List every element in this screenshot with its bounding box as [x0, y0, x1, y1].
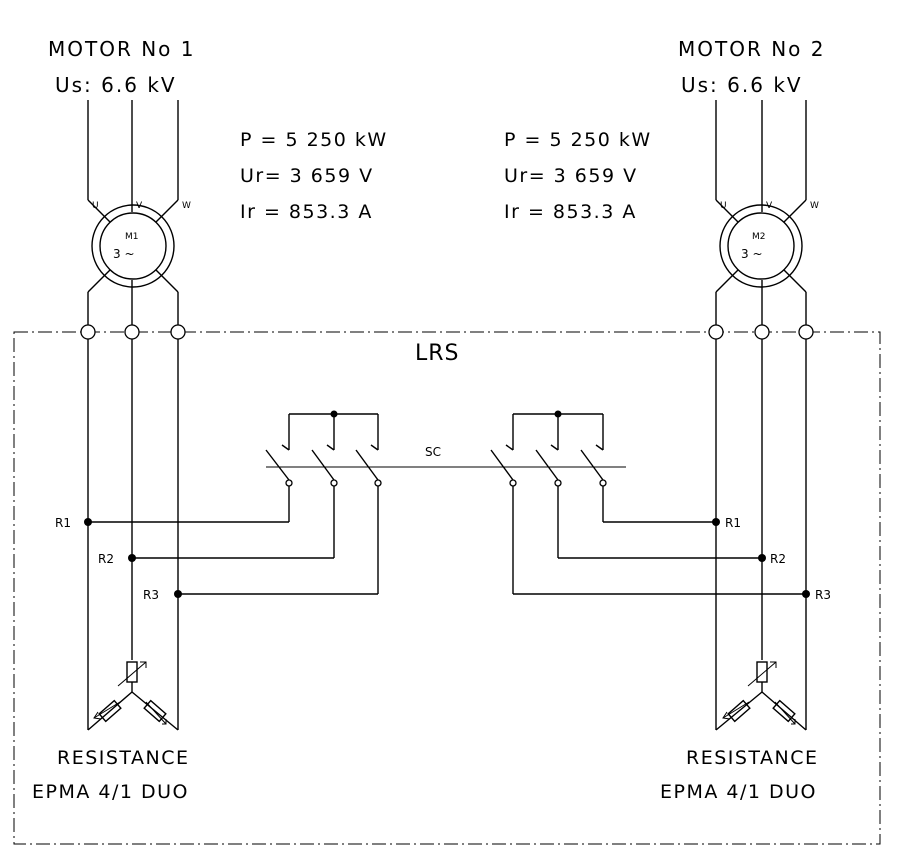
motor-1-terminal-w: W	[182, 201, 191, 211]
motor-1-power: P = 5 250 kW	[240, 129, 388, 151]
motor-2-title: MOTOR No 2	[678, 37, 826, 61]
left-resistance-label: RESISTANCE	[57, 747, 190, 769]
terminal-block-right	[708, 324, 814, 340]
ring-connections-left	[84, 486, 379, 598]
motor-2-power: P = 5 250 kW	[504, 129, 652, 151]
motor-2-terminal-u: U	[720, 201, 727, 211]
left-r3-label: R3	[143, 588, 159, 602]
motor-1-outer-ring	[91, 204, 175, 288]
motor-1-terminal-u: U	[92, 201, 99, 211]
motor-1: U V W M1 3 ~	[87, 100, 191, 730]
left-r2-label: R2	[98, 552, 114, 566]
motor-1-symbol-id: M1	[125, 232, 139, 242]
motor-2-terminal-w: W	[810, 201, 819, 211]
lrs-label: LRS	[415, 341, 460, 366]
resistor-star-right	[715, 661, 807, 731]
motor-1-title: MOTOR No 1	[48, 37, 196, 61]
left-r1-label: R1	[55, 516, 71, 530]
motor-2-outer-ring	[719, 204, 803, 288]
terminal-block-left	[80, 324, 186, 340]
left-resistance-model: EPMA 4/1 DUO	[32, 781, 189, 803]
right-resistance-label: RESISTANCE	[686, 747, 819, 769]
motor-1-symbol	[99, 212, 167, 280]
motor-2-rated-voltage: Ur= 3 659 V	[504, 165, 638, 187]
motor-2-symbol	[727, 212, 795, 280]
right-r3-label: R3	[815, 588, 831, 602]
lrs-enclosure	[13, 331, 881, 845]
motor-1-voltage: Us: 6.6 kV	[55, 73, 177, 97]
motor-2: U V W M2 3 ~	[715, 100, 819, 730]
motor-2-rated-current: Ir = 853.3 A	[504, 201, 637, 223]
motor-2-symbol-id: M2	[752, 232, 766, 242]
short-circuit-switch-left	[265, 410, 382, 487]
switch-label: SC	[425, 445, 441, 459]
motor-2-symbol-phase: 3 ~	[741, 247, 763, 261]
motor-1-rated-current: Ir = 853.3 A	[240, 201, 373, 223]
motor-2-voltage: Us: 6.6 kV	[681, 73, 803, 97]
right-r2-label: R2	[770, 552, 786, 566]
motor-1-symbol-phase: 3 ~	[113, 247, 135, 261]
right-resistance-model: EPMA 4/1 DUO	[660, 781, 817, 803]
short-circuit-switch-right	[490, 410, 607, 487]
right-r1-label: R1	[725, 516, 741, 530]
resistor-star-left	[87, 661, 179, 731]
motor-1-rated-voltage: Ur= 3 659 V	[240, 165, 374, 187]
ring-connections-right	[512, 486, 810, 598]
